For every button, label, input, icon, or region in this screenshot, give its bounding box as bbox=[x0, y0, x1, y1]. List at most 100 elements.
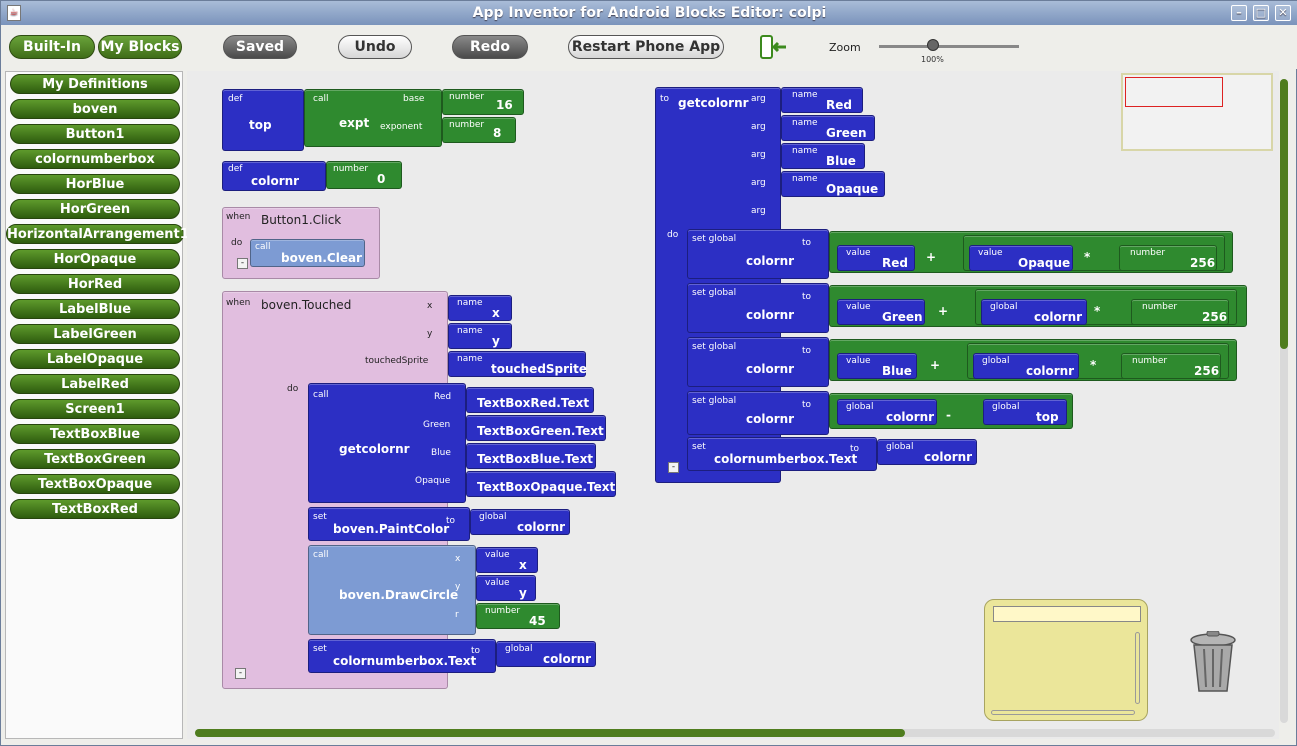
def-name: top bbox=[249, 118, 272, 132]
drawer-item[interactable]: LabelGreen bbox=[10, 324, 180, 344]
value-label: Opaque bbox=[1018, 256, 1071, 270]
set-colornumberbox-text-block[interactable]: set colornumberbox.Text to bbox=[308, 639, 496, 673]
drawer-item[interactable]: TextBoxBlue bbox=[10, 424, 180, 444]
global-colornr-block[interactable]: global colornr bbox=[496, 641, 596, 667]
drawer-item[interactable]: HorizontalArrangement1 bbox=[6, 224, 189, 244]
set-global-colornr-block[interactable]: set global colornr to bbox=[687, 229, 829, 279]
set-global-colornr-block[interactable]: set global colornr to bbox=[687, 391, 829, 435]
horizontal-scrollbar-thumb[interactable] bbox=[195, 729, 905, 737]
vertical-scrollbar-thumb[interactable] bbox=[1280, 79, 1288, 349]
property-label: colornumberbox.Text bbox=[333, 654, 477, 668]
typeblock-vertical-scrollbar[interactable] bbox=[1135, 632, 1140, 704]
arg-red-label: Red bbox=[434, 392, 452, 402]
title-bar: ☕ App Inventor for Android Blocks Editor… bbox=[1, 1, 1297, 25]
drawer-item[interactable]: HorGreen bbox=[10, 199, 180, 219]
zoom-slider[interactable] bbox=[879, 45, 1019, 48]
drawer-item[interactable]: LabelRed bbox=[10, 374, 180, 394]
maximize-icon[interactable]: □ bbox=[1253, 5, 1269, 21]
call-getcolornr-block[interactable]: call getcolornr Red Green Blue Opaque bbox=[308, 383, 466, 503]
drawer-item[interactable]: Screen1 bbox=[10, 399, 180, 419]
drawer-item[interactable]: HorRed bbox=[10, 274, 180, 294]
minimize-icon[interactable]: – bbox=[1231, 5, 1247, 21]
set-global-colornr-block[interactable]: set global colornr to bbox=[687, 337, 829, 387]
when-button1-click-block[interactable]: when Button1.Click do - bbox=[222, 207, 380, 279]
set-global-colornr-block[interactable]: set global colornr to bbox=[687, 283, 829, 333]
built-in-tab[interactable]: Built-In bbox=[9, 35, 95, 59]
blocks-workspace[interactable]: def top call expt base exponent number 1… bbox=[187, 71, 1279, 739]
number-0-block[interactable]: number 0 bbox=[326, 161, 402, 189]
name-x-block[interactable]: name x bbox=[448, 295, 512, 321]
def-colornr-block[interactable]: def colornr bbox=[222, 161, 326, 191]
drawer-item[interactable]: colornumberbox bbox=[10, 149, 180, 169]
drawer-item[interactable]: LabelBlue bbox=[10, 299, 180, 319]
call-boven-clear-block[interactable]: call boven.Clear bbox=[250, 239, 365, 267]
connect-phone-icon[interactable] bbox=[759, 35, 787, 59]
collapse-button[interactable]: - bbox=[237, 258, 248, 269]
typeblock-input[interactable] bbox=[993, 606, 1141, 622]
undo-button[interactable]: Undo bbox=[338, 35, 412, 59]
drawer-item[interactable]: My Definitions bbox=[10, 74, 180, 94]
textboxred-text-block[interactable]: TextBoxRed.Text bbox=[466, 387, 594, 413]
drawer-item[interactable]: TextBoxRed bbox=[10, 499, 180, 519]
vertical-scrollbar[interactable] bbox=[1280, 79, 1288, 723]
collapse-button[interactable]: - bbox=[668, 462, 679, 473]
param-x-label: x bbox=[427, 301, 433, 311]
name-touchedsprite-block[interactable]: name touchedSprite bbox=[448, 351, 587, 377]
arg-keyword: arg bbox=[751, 150, 766, 160]
number-keyword: number bbox=[1130, 248, 1166, 258]
zoom-slider-knob[interactable] bbox=[927, 39, 939, 51]
global-colornr-block[interactable]: global colornr bbox=[470, 509, 570, 535]
number-8-block[interactable]: number 8 bbox=[442, 117, 516, 143]
textboxgreen-text-block[interactable]: TextBoxGreen.Text bbox=[466, 415, 606, 441]
drawer-item[interactable]: LabelOpaque bbox=[10, 349, 180, 369]
workspace-minimap[interactable] bbox=[1121, 73, 1273, 151]
drawer-item[interactable]: HorBlue bbox=[10, 174, 180, 194]
textboxopaque-text-block[interactable]: TextBoxOpaque.Text bbox=[466, 471, 616, 497]
value-y-block[interactable]: value y bbox=[476, 575, 536, 601]
textboxblue-text-block[interactable]: TextBoxBlue.Text bbox=[466, 443, 596, 469]
name-y-block[interactable]: name y bbox=[448, 323, 512, 349]
drawer-item[interactable]: boven bbox=[10, 99, 180, 119]
number-16-block[interactable]: number 16 bbox=[442, 89, 524, 115]
drawer-item[interactable]: TextBoxOpaque bbox=[10, 474, 180, 494]
drawer-item[interactable]: HorOpaque bbox=[10, 249, 180, 269]
value-x-block[interactable]: value x bbox=[476, 547, 538, 573]
minimap-viewport[interactable] bbox=[1125, 77, 1223, 107]
method-label: boven.DrawCircle bbox=[339, 588, 459, 602]
drawer-item[interactable]: Button1 bbox=[10, 124, 180, 144]
restart-phone-app-button[interactable]: Restart Phone App bbox=[568, 35, 724, 59]
saved-button[interactable]: Saved bbox=[223, 35, 297, 59]
trash-can-icon[interactable] bbox=[1189, 631, 1237, 693]
set-paintcolor-block[interactable]: set boven.PaintColor to bbox=[308, 507, 470, 541]
def-top-block[interactable]: def top bbox=[222, 89, 304, 151]
typeblock-horizontal-scrollbar[interactable] bbox=[991, 710, 1135, 715]
drawer-item[interactable]: TextBoxGreen bbox=[10, 449, 180, 469]
redo-button[interactable]: Redo bbox=[452, 35, 528, 59]
close-icon[interactable]: ✕ bbox=[1275, 5, 1291, 21]
horizontal-scrollbar[interactable] bbox=[195, 729, 1275, 737]
my-blocks-tab[interactable]: My Blocks bbox=[98, 35, 182, 59]
do-keyword: do bbox=[231, 238, 243, 248]
number-45-block[interactable]: number 45 bbox=[476, 603, 560, 629]
collapse-button[interactable]: - bbox=[235, 668, 246, 679]
call-expt-block[interactable]: call expt base exponent bbox=[304, 89, 442, 147]
call-drawcircle-block[interactable]: call boven.DrawCircle x y r bbox=[308, 545, 476, 635]
set-colornumberbox-text-block[interactable]: set colornumberbox.Text to bbox=[687, 437, 877, 471]
name-keyword: name bbox=[457, 326, 483, 336]
